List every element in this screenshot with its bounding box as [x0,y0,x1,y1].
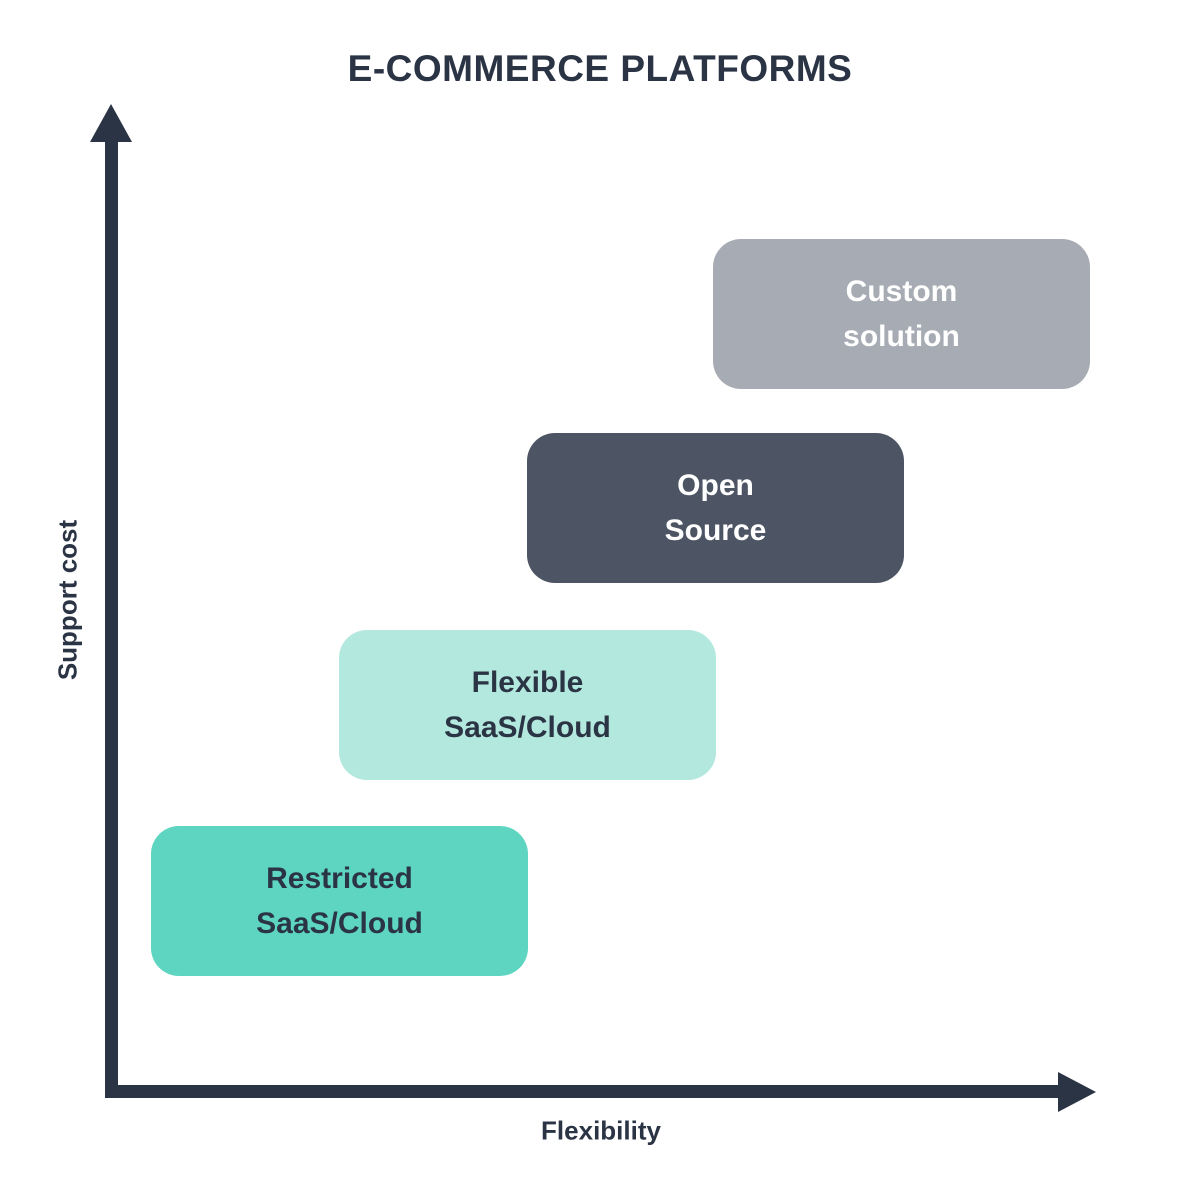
y-axis-line [105,138,118,1098]
x-axis-arrow-right-icon [1058,1072,1096,1112]
box-label-line: Source [664,514,767,547]
y-axis-label: Support cost [52,519,83,681]
box-flexible-saas-cloud: Flexible SaaS/Cloud [339,630,716,780]
box-label-line: solution [843,320,960,353]
box-label-line: Flexible [471,666,584,699]
x-axis-line [105,1085,1060,1098]
box-label-line: SaaS/Cloud [444,711,611,744]
box-label-line: Open [677,469,754,502]
box-custom-solution: Custom solution [713,239,1090,389]
x-axis-label: Flexibility [541,1115,661,1146]
box-label-line: Restricted [266,862,413,895]
page-title: E-COMMERCE PLATFORMS [347,48,853,89]
box-open-source: Open Source [527,433,904,583]
box-restricted-saas-cloud: Restricted SaaS/Cloud [151,826,528,976]
box-label-line: SaaS/Cloud [256,907,423,940]
y-axis-arrow-up-icon [90,104,132,142]
box-label-line: Custom [845,275,958,308]
